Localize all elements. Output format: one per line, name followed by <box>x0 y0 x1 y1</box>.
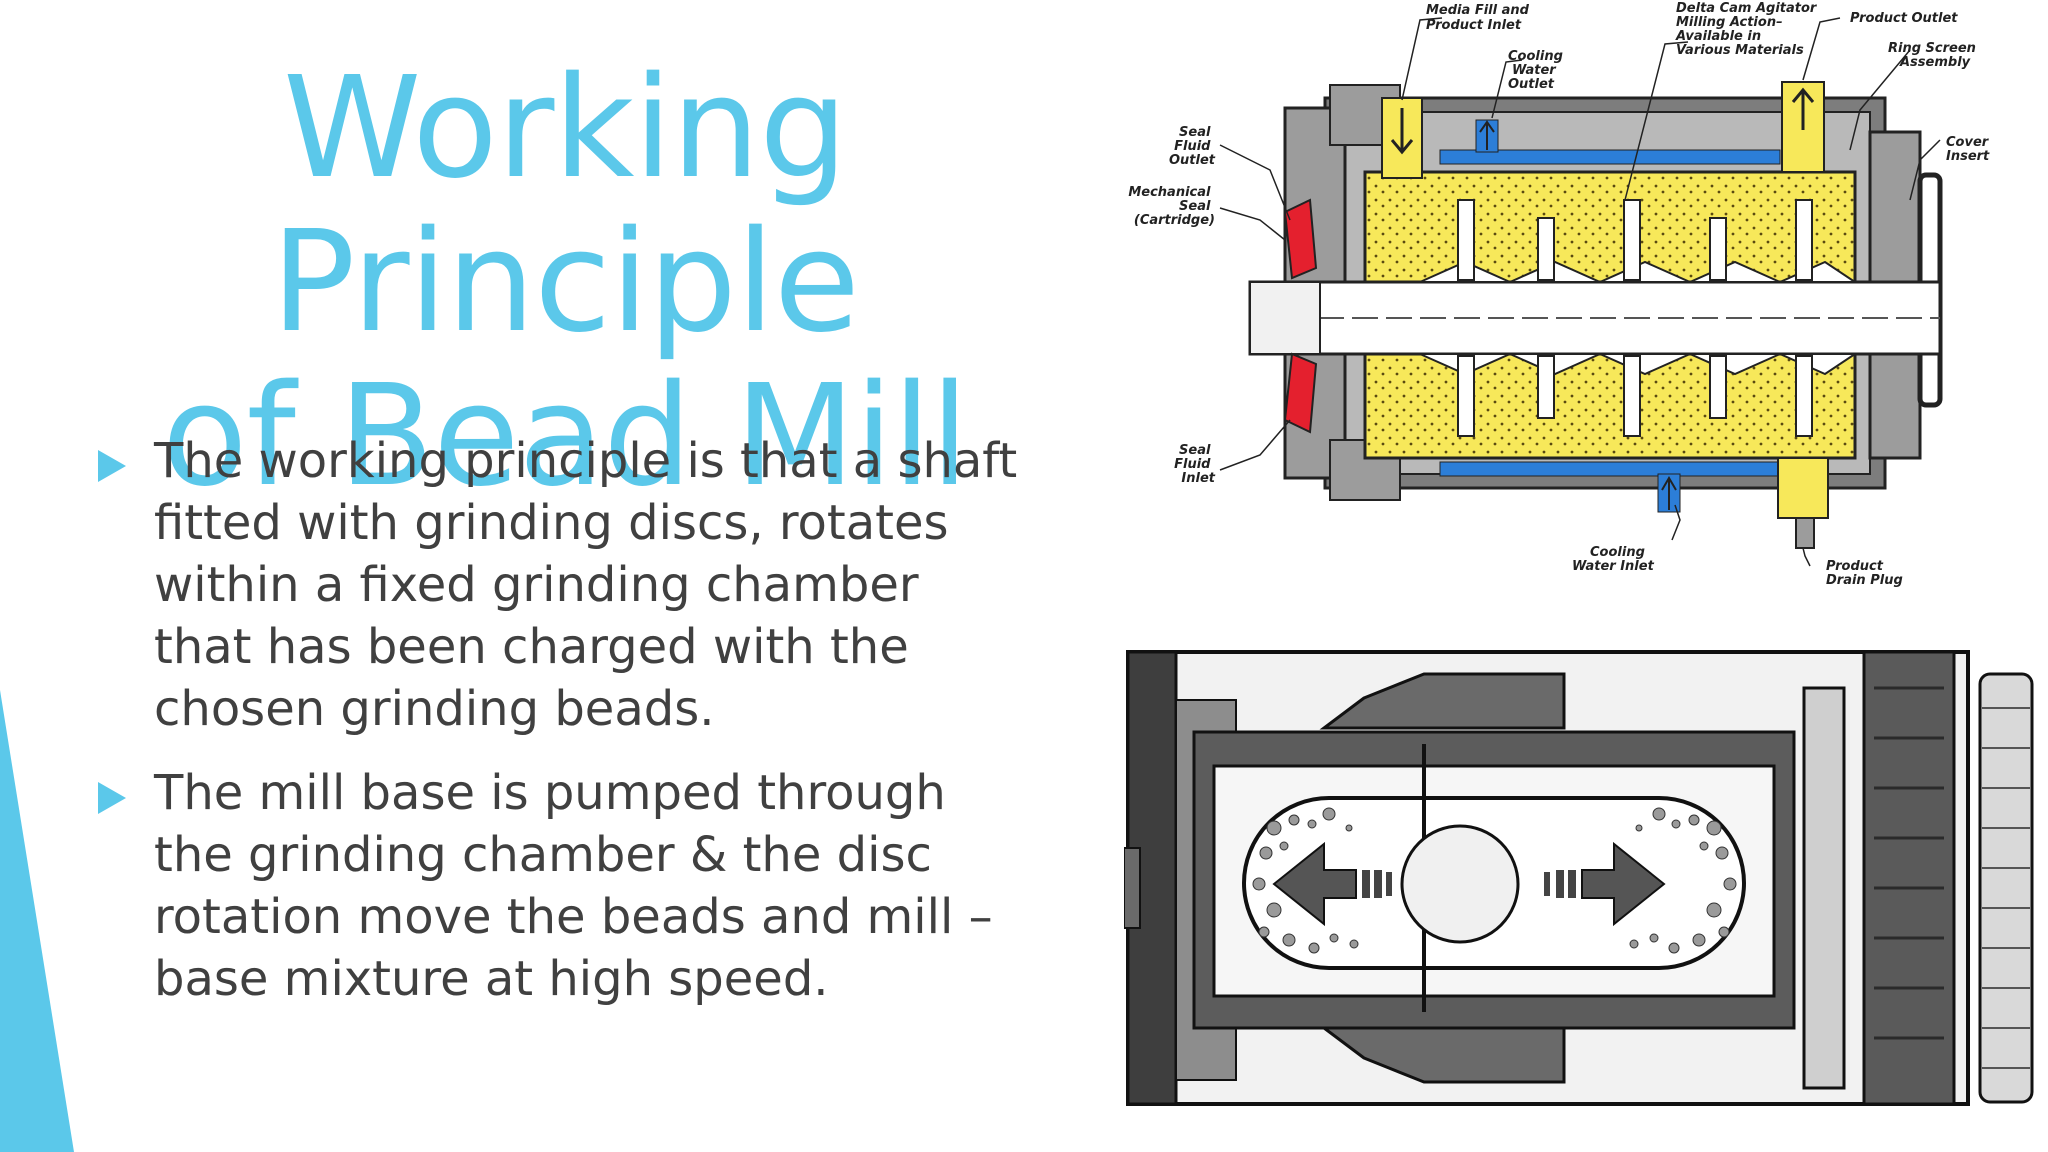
title-line-2: of Bead Mill <box>161 355 969 518</box>
diagram-label-ring-screen: Ring Screen Assembly <box>1888 41 1980 70</box>
bullet-arrow-icon <box>98 450 126 482</box>
diagram-label-seal-fluid-outlet: Seal Fluid Outlet <box>1169 125 1216 168</box>
title-line-1: Working Principle <box>271 47 860 364</box>
diagram-label-cooling-water-inlet: Cooling Water Inlet <box>1572 545 1655 574</box>
left-accent-shape <box>0 690 74 1152</box>
diagram-label-media-fill: Media Fill and Product Inlet <box>1426 3 1533 33</box>
diagram-label-product-outlet: Product Outlet <box>1850 11 1958 26</box>
bullet-arrow-icon <box>98 782 126 814</box>
bullet-text: The working principle is that a shaft fi… <box>154 433 1018 737</box>
diagram-label-agitator: Delta Cam Agitator Milling Action– Avail… <box>1675 1 1821 58</box>
bullet-item: The mill base is pumped through the grin… <box>98 762 1028 1010</box>
bullet-item: The working principle is that a shaft fi… <box>98 430 1028 740</box>
diagram-label-product-drain-plug: Product Drain Plug <box>1826 559 1903 588</box>
bead-mill-cross-section-diagram: Media Fill and Product Inlet Cooling Wat… <box>1128 1 1993 588</box>
bullet-list: The working principle is that a shaft fi… <box>98 430 1028 1032</box>
slide-title: Working Principle of Bead Mill <box>40 52 1090 514</box>
bullet-text: The mill base is pumped through the grin… <box>154 765 993 1007</box>
diagram-label-seal-fluid-inlet: Seal Fluid Inlet <box>1174 443 1216 486</box>
diagram-label-cooling-water-outlet: Cooling Water Outlet <box>1508 49 1567 92</box>
bead-mill-illustration <box>1124 650 2034 1106</box>
diagram-label-cover-insert: Cover Insert <box>1946 135 1993 164</box>
diagram-label-mechanical-seal: Mechanical Seal (Cartridge) <box>1128 185 1215 228</box>
